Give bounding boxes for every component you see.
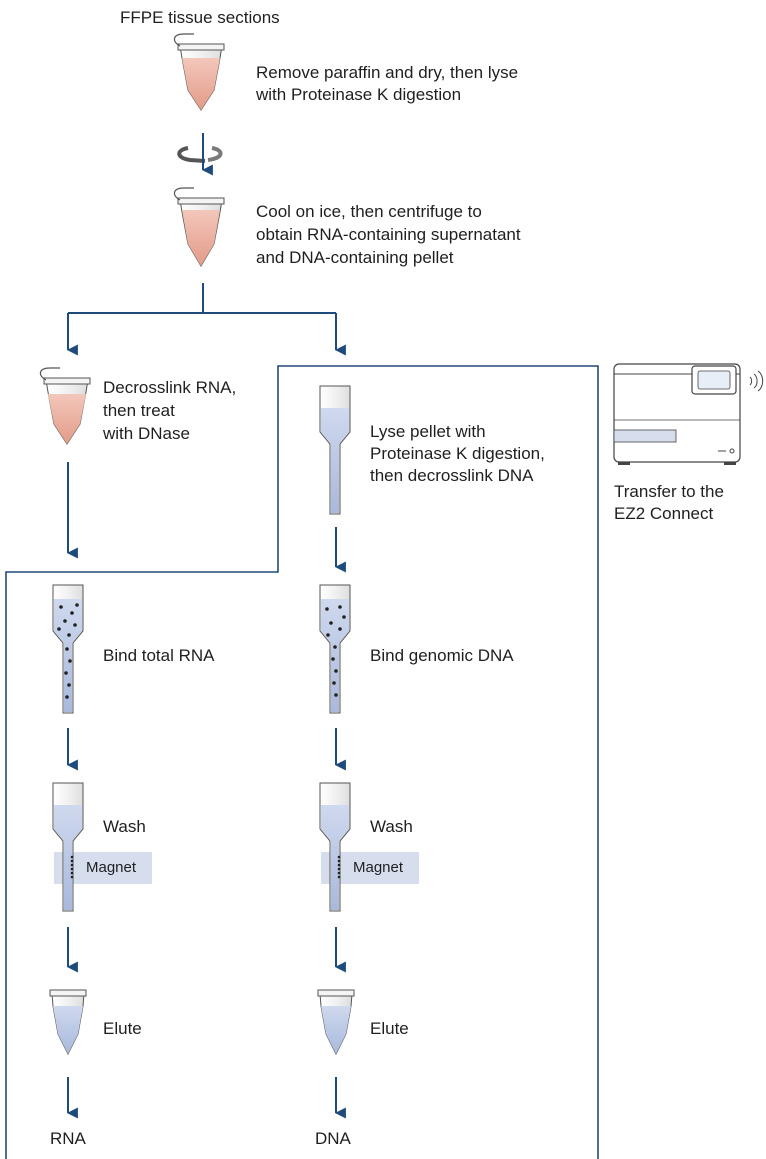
step-dna-bind-label: Bind genomic DNA [370, 646, 514, 665]
magnet-label-rna: Magnet [86, 859, 137, 876]
step-lyse-line: Remove paraffin and dry, then lyse [256, 63, 519, 82]
step-dna-lyse-line: Proteinase K digestion, [370, 444, 545, 463]
tube-cool-icon [173, 187, 225, 267]
ez2-connect-instrument-icon [613, 363, 764, 465]
instrument-caption-line: EZ2 Connect [614, 504, 714, 523]
split-connector [66, 283, 346, 356]
step-rna-decrosslink-line: then treat [103, 401, 175, 420]
tube-lysis-icon [173, 33, 225, 111]
step-cool-line: and DNA-containing pellet [256, 248, 454, 267]
step-rna-wash-label: Wash [103, 817, 146, 836]
tip-dna-bind-icon [319, 584, 351, 714]
ez2-section-border [5, 365, 599, 1159]
step-dna-lyse-line: Lyse pellet with [370, 422, 486, 441]
output-rna-label: RNA [50, 1129, 86, 1148]
output-dna-label: DNA [315, 1129, 351, 1148]
tube-rna-decrosslink-icon [39, 367, 91, 445]
tip-rna-bind-icon [52, 584, 84, 714]
centrifuge-spin-icon [177, 133, 223, 176]
instrument-caption-line: Transfer to the [614, 482, 724, 501]
tip-rna-wash-icon [52, 782, 84, 912]
step-dna-wash-label: Wash [370, 817, 413, 836]
step-cool-line: obtain RNA-containing supernatant [256, 225, 521, 244]
step-dna-lyse-line: then decrosslink DNA [370, 466, 534, 485]
tip-dna-lyse-icon [319, 385, 351, 515]
step-dna-elute-label: Elute [370, 1019, 409, 1038]
tube-rna-elute-icon [49, 989, 87, 1056]
step-rna-decrosslink-line: Decrosslink RNA, [103, 378, 237, 397]
step-rna-decrosslink-line: with DNase [103, 424, 190, 443]
tube-dna-elute-icon [317, 989, 355, 1056]
magnet-label-dna: Magnet [353, 859, 404, 876]
step-lyse-line: with Proteinase K digestion [256, 85, 462, 104]
step-rna-bind-label: Bind total RNA [103, 646, 215, 665]
step-rna-elute-label: Elute [103, 1019, 142, 1038]
step-cool-line: Cool on ice, then centrifuge to [256, 202, 482, 221]
title-label: FFPE tissue sections [120, 8, 280, 27]
tip-dna-wash-icon [319, 782, 351, 912]
